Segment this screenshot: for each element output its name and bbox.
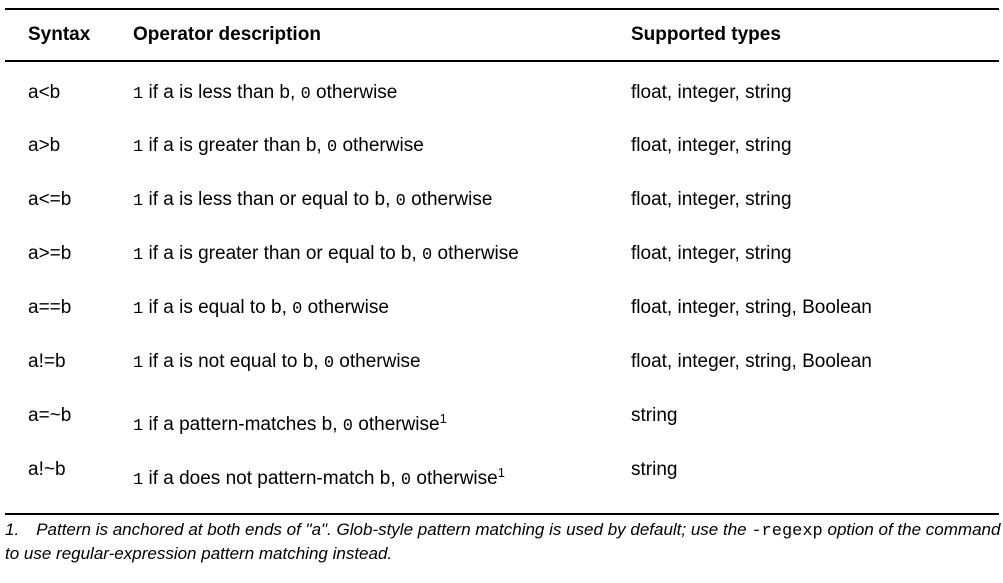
footnote-text-segment: Pattern is anchored at both ends of "a".… — [36, 520, 752, 539]
result-literal: 1 — [133, 138, 144, 157]
footnote-number: 1. — [5, 520, 20, 539]
description-cell: 1 if a does not pattern-match b, 0 other… — [133, 439, 631, 493]
regexp-option-literal: -regexp — [751, 522, 823, 541]
description-text: otherwise — [302, 297, 389, 318]
result-literal: 1 — [133, 192, 144, 211]
table-body: a<b 1 if a is less than b, 0 otherwise f… — [5, 61, 999, 493]
description-text: otherwise — [353, 414, 440, 435]
table-row: a<b 1 if a is less than b, 0 otherwise f… — [5, 61, 999, 115]
description-cell: 1 if a is not equal to b, 0 otherwise — [133, 331, 631, 385]
result-literal: 1 — [133, 300, 144, 319]
table-row: a=~b 1 if a pattern-matches b, 0 otherwi… — [5, 385, 999, 439]
result-literal: 0 — [292, 300, 303, 319]
table-row: a>=b 1 if a is greater than or equal to … — [5, 223, 999, 277]
description-text: if a is equal to b, — [143, 297, 293, 318]
result-literal: 0 — [323, 354, 335, 373]
types-cell: float, integer, string — [631, 243, 792, 264]
table-row: a==b 1 if a is equal to b, 0 otherwise f… — [5, 277, 999, 331]
description-text: otherwise — [405, 189, 493, 210]
result-literal: 0 — [342, 417, 353, 436]
types-cell: float, integer, string — [631, 189, 792, 210]
description-text: if a does not pattern-match b, — [143, 468, 401, 489]
description-text: otherwise — [310, 82, 398, 103]
result-literal: 1 — [133, 471, 144, 490]
types-cell: float, integer, string — [631, 135, 792, 156]
description-text: otherwise — [411, 468, 498, 489]
description-cell: 1 if a is equal to b, 0 otherwise — [133, 277, 631, 331]
types-cell: float, integer, string, Boolean — [631, 351, 872, 372]
table-row: a<=b 1 if a is less than or equal to b, … — [5, 169, 999, 223]
table-row: a!=b 1 if a is not equal to b, 0 otherwi… — [5, 331, 999, 385]
column-header-syntax: Syntax — [5, 8, 133, 62]
result-literal: 1 — [133, 354, 144, 373]
footnote-text: Pattern is anchored at both ends of "a".… — [5, 520, 1000, 563]
syntax-cell: a<b — [28, 82, 61, 103]
description-text: otherwise — [334, 351, 421, 372]
description-cell: 1 if a is less than or equal to b, 0 oth… — [133, 169, 631, 223]
description-text: if a is less than or equal to b, — [143, 189, 396, 210]
header-row: Syntax Operator description Supported ty… — [5, 8, 999, 62]
description-cell: 1 if a is less than b, 0 otherwise — [133, 61, 631, 115]
operators-table: Syntax Operator description Supported ty… — [5, 8, 999, 493]
footnote: 1. Pattern is anchored at both ends of "a… — [5, 519, 1001, 565]
description-text: if a is not equal to b, — [143, 351, 324, 372]
result-literal: 0 — [395, 192, 406, 211]
footnote-ref: 1 — [439, 411, 447, 426]
description-cell: 1 if a pattern-matches b, 0 otherwise1 — [133, 385, 631, 439]
syntax-cell: a!~b — [28, 459, 66, 480]
result-literal: 0 — [422, 246, 433, 265]
operators-reference-page: Syntax Operator description Supported ty… — [0, 8, 1003, 565]
result-literal: 0 — [300, 85, 311, 104]
syntax-cell: a!=b — [28, 351, 66, 372]
description-cell: 1 if a is greater than b, 0 otherwise — [133, 115, 631, 169]
syntax-cell: a<=b — [28, 189, 72, 210]
types-cell: float, integer, string, Boolean — [631, 297, 872, 318]
column-header-operator-description: Operator description — [133, 8, 631, 62]
description-text: if a is less than b, — [143, 82, 301, 103]
table-row: a>b 1 if a is greater than b, 0 otherwis… — [5, 115, 999, 169]
result-literal: 0 — [400, 471, 412, 490]
result-literal: 0 — [326, 138, 338, 157]
result-literal: 1 — [133, 246, 144, 265]
description-cell: 1 if a is greater than or equal to b, 0 … — [133, 223, 631, 277]
description-text: if a pattern-matches b, — [143, 414, 343, 435]
syntax-cell: a==b — [28, 297, 72, 318]
description-text: otherwise — [337, 135, 424, 156]
result-literal: 1 — [133, 417, 144, 436]
footnote-divider — [5, 513, 999, 515]
syntax-cell: a>=b — [28, 243, 72, 264]
syntax-cell: a=~b — [28, 405, 72, 426]
footnote-ref: 1 — [497, 465, 505, 480]
column-header-supported-types: Supported types — [631, 8, 999, 62]
types-cell: string — [631, 405, 678, 426]
table-row: a!~b 1 if a does not pattern-match b, 0 … — [5, 439, 999, 493]
types-cell: float, integer, string — [631, 82, 792, 103]
syntax-cell: a>b — [28, 135, 61, 156]
description-text: otherwise — [432, 243, 519, 264]
types-cell: string — [631, 459, 678, 480]
result-literal: 1 — [133, 85, 144, 104]
footnote-text-segment: option of the command to use regular-exp… — [5, 520, 1001, 563]
description-text: if a is greater than or equal to b, — [143, 243, 423, 264]
description-text: if a is greater than b, — [143, 135, 327, 156]
